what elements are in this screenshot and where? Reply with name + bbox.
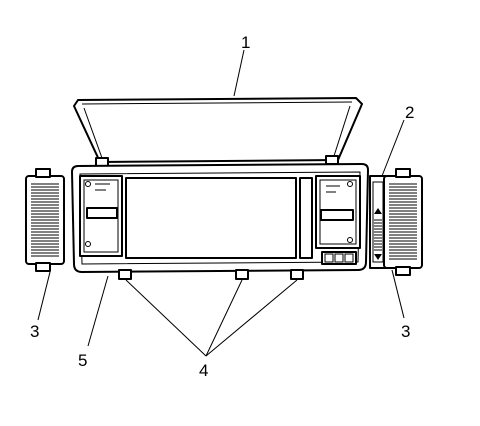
- callout-5: 5: [78, 351, 87, 370]
- callout-3-left: 3: [30, 322, 39, 341]
- leader-lines: [37, 49, 405, 357]
- slot-strip: [299, 177, 313, 259]
- right-end-cap: [383, 168, 423, 276]
- console-housing: [71, 163, 369, 280]
- center-storage-panel: [125, 177, 297, 259]
- retaining-clips: [118, 269, 304, 280]
- leader-1: [233, 49, 245, 97]
- callout-4: 4: [199, 361, 208, 380]
- leader-2: [381, 119, 405, 177]
- leader-4b: [205, 279, 243, 357]
- leader-3-right: [391, 269, 405, 319]
- lid-door: [73, 97, 363, 167]
- switch-cluster: [321, 251, 357, 265]
- leader-3-left: [37, 271, 51, 321]
- leader-4c: [205, 279, 298, 357]
- right-lamp-module: [315, 175, 361, 249]
- callout-1: 1: [241, 33, 250, 52]
- leader-5: [87, 275, 109, 347]
- left-lamp-module: [79, 175, 123, 257]
- callout-2: 2: [405, 103, 414, 122]
- callout-labels: 1 2 3 3 4 5: [30, 33, 414, 380]
- callout-3-right: 3: [401, 322, 410, 341]
- left-end-cap: [25, 168, 65, 272]
- leader-4a: [125, 279, 207, 357]
